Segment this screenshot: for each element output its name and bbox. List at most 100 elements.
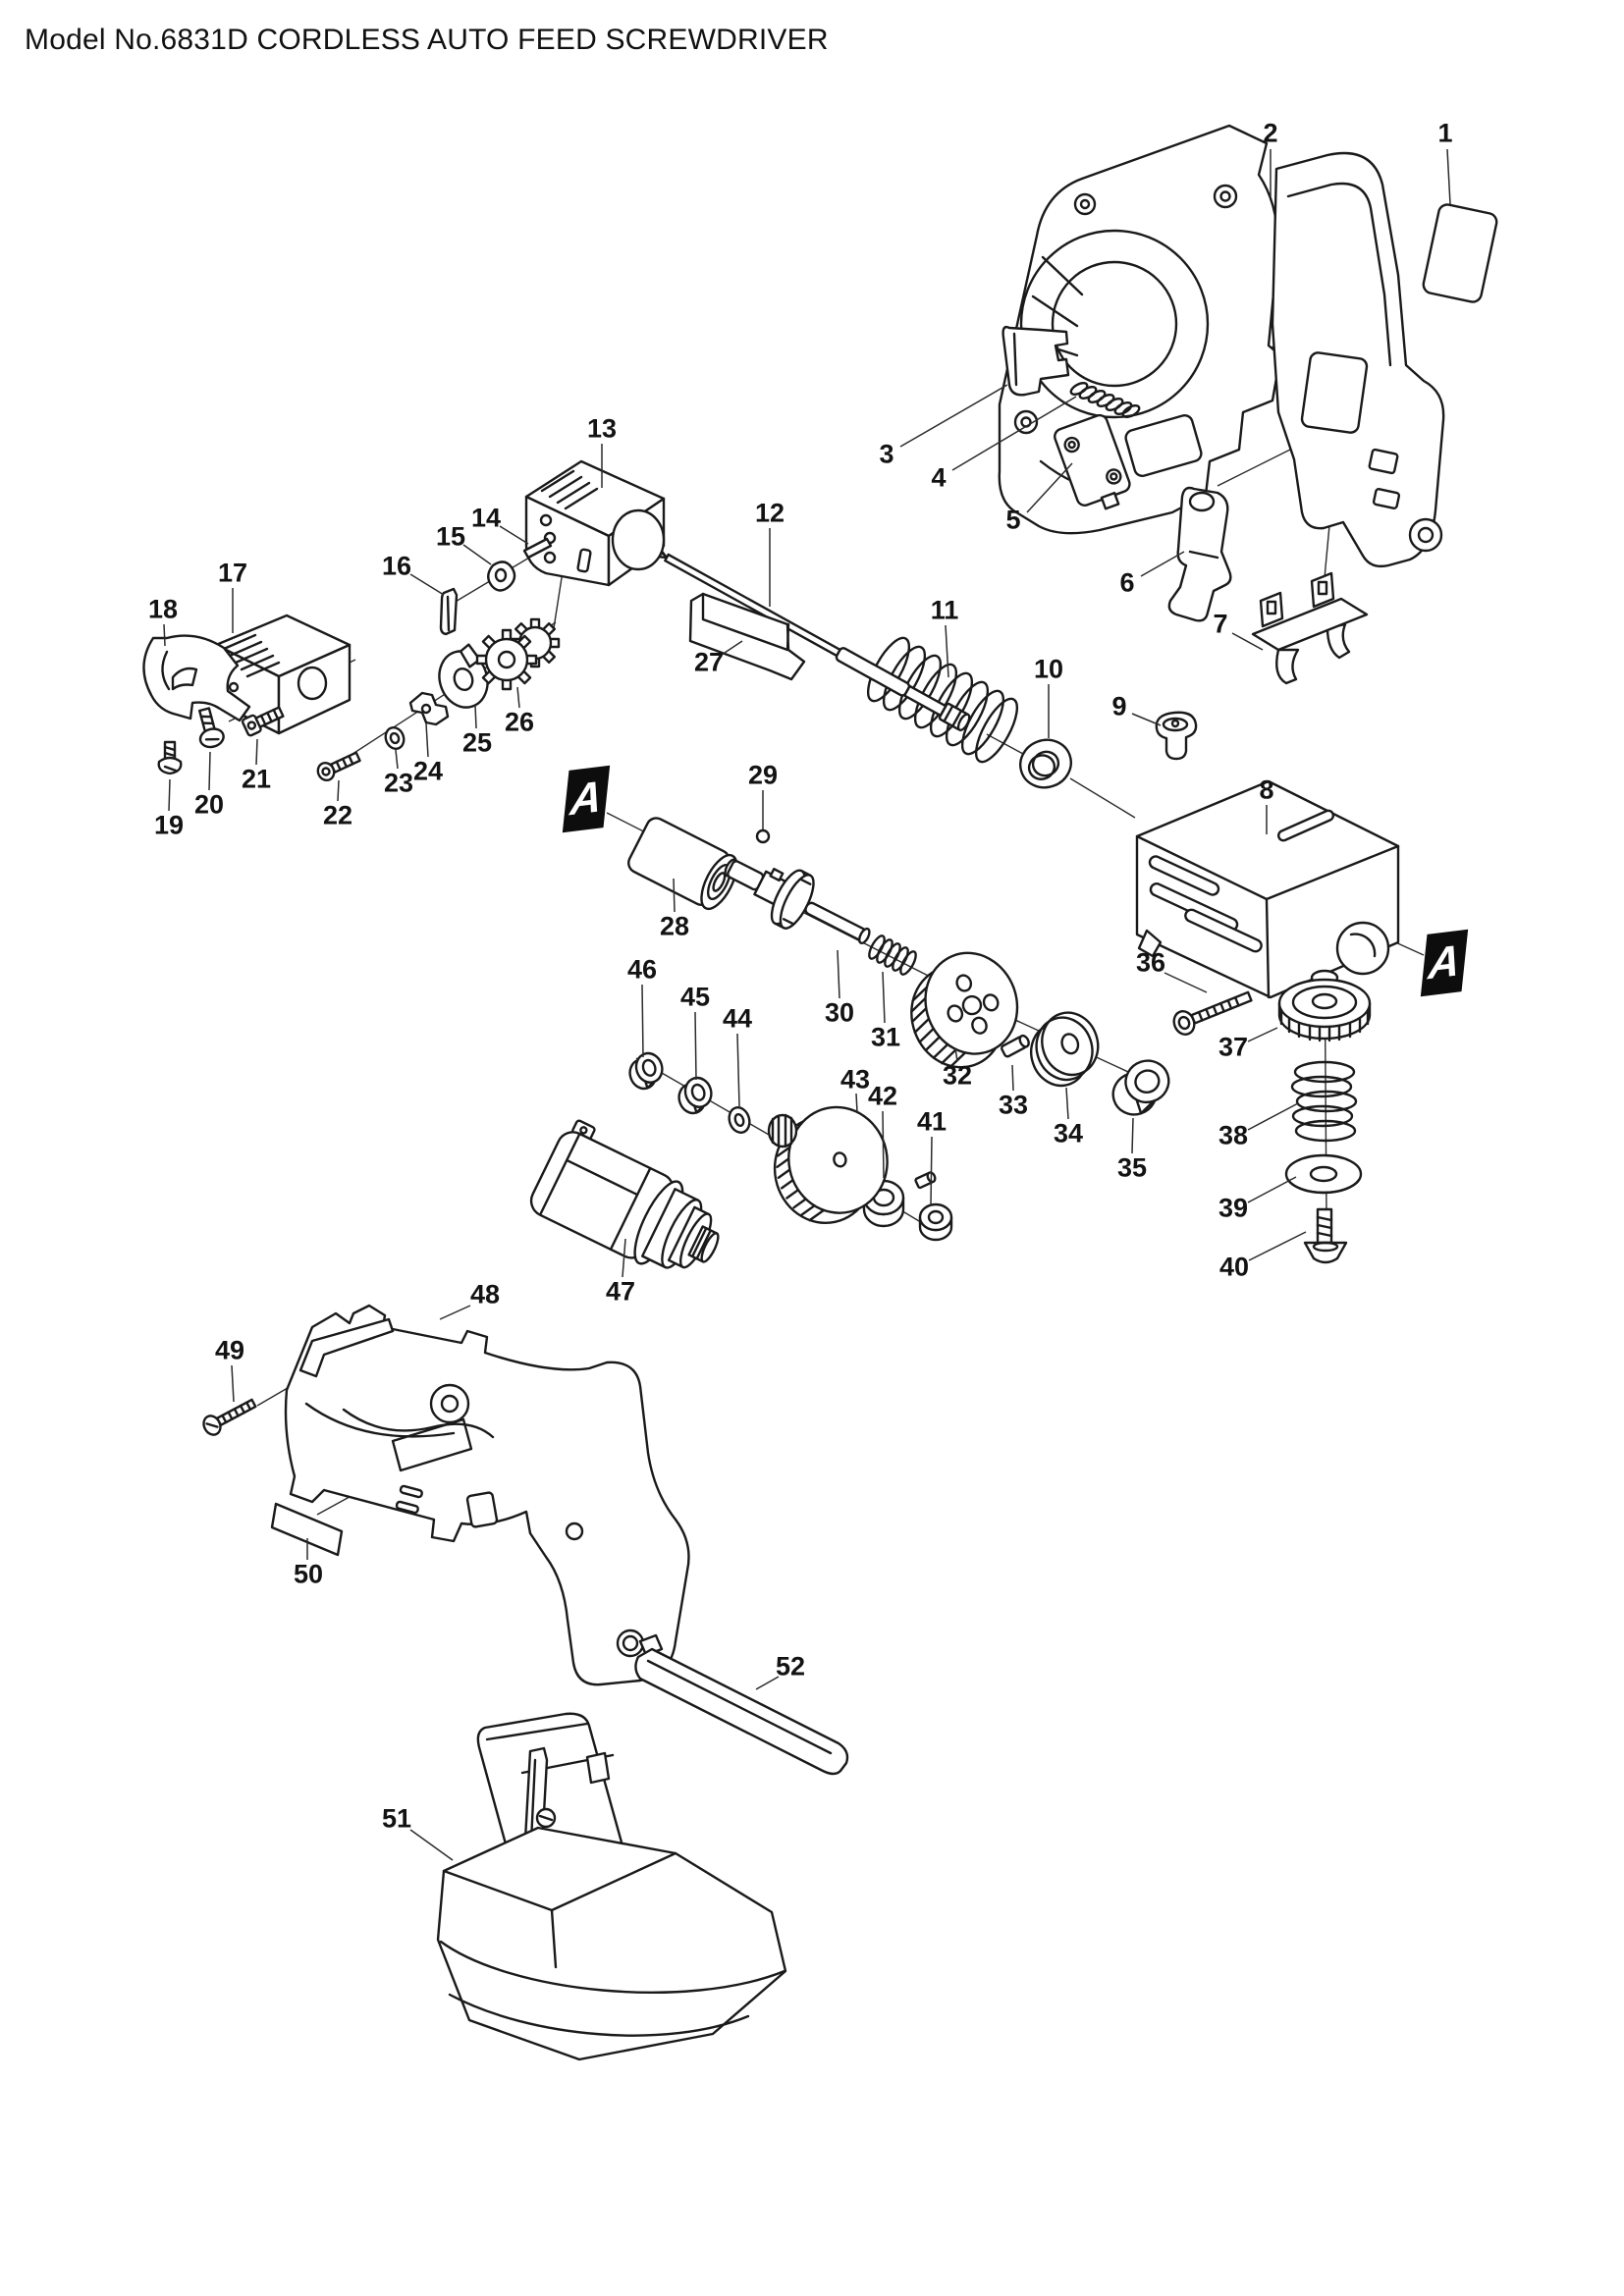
part-15-leader-line xyxy=(462,544,492,565)
name-plate-drawing xyxy=(1422,203,1498,303)
part-45-label: 45 xyxy=(679,982,711,1012)
part-21-leader-line xyxy=(255,738,258,766)
bit-shaft-drawing xyxy=(650,544,971,732)
part-42-label: 42 xyxy=(867,1081,898,1111)
part-31-leader-line xyxy=(882,971,886,1024)
part-30-label: 30 xyxy=(824,997,855,1028)
screw-21-drawing xyxy=(241,706,285,737)
part-1-leader-line xyxy=(1446,148,1451,205)
ring-drawing xyxy=(1019,738,1072,789)
cylinder-cap-drawing xyxy=(627,817,738,911)
part-45-leader-line xyxy=(694,1011,697,1081)
part-40-label: 40 xyxy=(1218,1252,1250,1282)
part-46-label: 46 xyxy=(626,954,658,985)
part-40-leader-line xyxy=(1248,1231,1307,1261)
battery-drawing xyxy=(436,1712,787,2061)
part-48-leader-line xyxy=(439,1305,471,1320)
part-25-leader-line xyxy=(474,704,477,729)
part-3-label: 3 xyxy=(879,439,894,469)
part-24-leader-line xyxy=(425,722,429,758)
part-9-leader-line xyxy=(1131,713,1162,726)
grommet-drawing xyxy=(487,561,516,592)
part-19-leader-line xyxy=(168,778,171,812)
clutch-gear-drawing xyxy=(910,951,1019,1069)
part-47-leader-line xyxy=(622,1238,626,1278)
part-39-leader-line xyxy=(1247,1176,1297,1203)
reduction-gear-drawing xyxy=(767,1105,937,1225)
part-28-leader-line xyxy=(673,878,676,913)
part-20-leader-line xyxy=(208,751,211,791)
part-47-label: 47 xyxy=(605,1276,636,1307)
part-11-label: 11 xyxy=(930,595,959,625)
part-26-label: 26 xyxy=(504,707,535,737)
bushing-45-drawing xyxy=(677,1076,713,1115)
part-48-label: 48 xyxy=(469,1279,501,1309)
part-35-leader-line xyxy=(1131,1117,1134,1154)
part-11-leader-line xyxy=(945,624,949,678)
part-28-label: 28 xyxy=(659,911,690,941)
part-38-label: 38 xyxy=(1218,1120,1249,1150)
pin-33-drawing xyxy=(1001,1034,1030,1058)
guide-rail-drawing xyxy=(688,592,806,681)
part-9-label: 9 xyxy=(1111,691,1127,721)
label-plate-drawing xyxy=(270,1502,344,1557)
part-6-label: 6 xyxy=(1119,567,1135,598)
part-12-label: 12 xyxy=(754,498,785,528)
lower-housing-drawing xyxy=(284,1304,690,1686)
washer-44-drawing xyxy=(728,1106,751,1134)
part-38-leader-line xyxy=(1247,1102,1299,1131)
part-7-leader-line xyxy=(1231,632,1264,651)
switch-drawing xyxy=(1054,413,1131,510)
part-49-label: 49 xyxy=(214,1335,245,1365)
section-marker-icon-1: A xyxy=(562,765,611,833)
part-41-leader-line xyxy=(930,1136,933,1206)
bushing-23-drawing xyxy=(384,726,406,750)
part-21-label: 21 xyxy=(241,764,272,794)
part-10-label: 10 xyxy=(1033,654,1064,684)
part-7-label: 7 xyxy=(1213,609,1228,639)
magazine-housing-drawing xyxy=(1135,779,1400,999)
part-19-label: 19 xyxy=(153,810,185,840)
part-18-leader-line xyxy=(163,623,166,647)
part-22-label: 22 xyxy=(322,800,353,830)
part-49-leader-line xyxy=(231,1364,235,1403)
screw-19-drawing xyxy=(157,740,183,775)
part-18-label: 18 xyxy=(147,594,179,624)
stopper-knob-drawing xyxy=(1155,711,1198,761)
part-43-label: 43 xyxy=(839,1064,871,1095)
part-16-leader-line xyxy=(409,573,445,596)
part-26-leader-line xyxy=(516,686,520,709)
part-35-label: 35 xyxy=(1116,1152,1148,1183)
part-33-label: 33 xyxy=(998,1090,1029,1120)
part-46-leader-line xyxy=(641,984,644,1058)
sprocket-drawing xyxy=(475,617,561,691)
part-6-leader-line xyxy=(1140,551,1185,577)
terminal-bracket-drawing xyxy=(1251,571,1369,685)
motor-drawing xyxy=(529,1119,720,1269)
part-52-label: 52 xyxy=(775,1651,806,1682)
part-37-label: 37 xyxy=(1218,1032,1249,1062)
clip-24-drawing xyxy=(408,691,450,726)
wave-springs-drawing xyxy=(1290,1060,1358,1143)
part-34-leader-line xyxy=(1065,1087,1069,1120)
part-44-leader-line xyxy=(736,1033,740,1107)
part-1-label: 1 xyxy=(1437,118,1453,148)
trigger-drawing xyxy=(1001,325,1070,397)
part-52-leader-line xyxy=(755,1676,780,1690)
part-3-leader-line xyxy=(899,384,1008,448)
spindle-drawing xyxy=(724,858,871,945)
part-17-label: 17 xyxy=(217,558,248,588)
part-43-leader-line xyxy=(855,1093,858,1113)
part-34-label: 34 xyxy=(1053,1118,1084,1148)
flat-washer-drawing xyxy=(1284,1153,1363,1195)
steel-ball-drawing xyxy=(755,828,771,844)
pin-drawing xyxy=(522,537,553,560)
part-32-label: 32 xyxy=(942,1060,973,1091)
part-23-leader-line xyxy=(395,749,399,770)
part-42-leader-line xyxy=(882,1110,885,1179)
part-15-label: 15 xyxy=(435,521,466,552)
part-27-leader-line xyxy=(721,640,743,656)
part-36-label: 36 xyxy=(1135,947,1166,978)
part-25-label: 25 xyxy=(461,727,493,758)
